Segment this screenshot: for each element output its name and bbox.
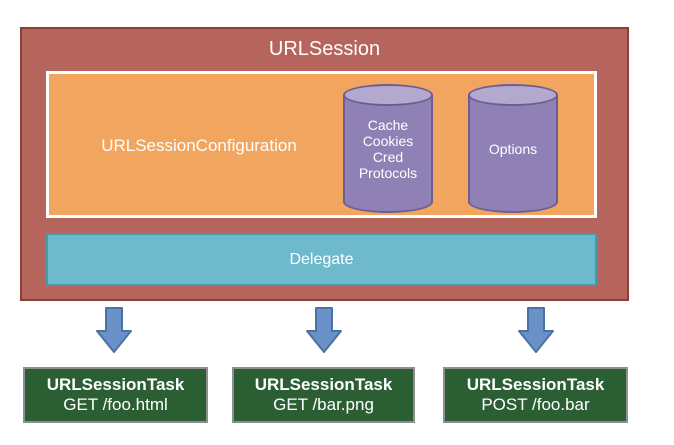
cache-line: Cache — [367, 116, 409, 133]
cookies-line: Cookies — [362, 132, 414, 149]
urlsessionconfiguration-label: URLSessionConfiguration — [101, 136, 297, 155]
down-arrow-1-icon — [96, 307, 132, 353]
delegate-bar: Delegate — [46, 233, 597, 286]
urlsessiontask-box-1: URLSessionTask GET /foo.html — [23, 367, 208, 423]
cylinder-top-ellipse — [468, 84, 558, 106]
down-arrow-3-icon — [518, 307, 554, 353]
urlsessionconfiguration-box: URLSessionConfiguration Cache Cookies Cr… — [46, 71, 597, 218]
urlsession-title: URLSession — [268, 38, 381, 60]
cache-store-cylinder: Cache Cookies Cred Protocols — [343, 84, 433, 213]
options-label: Options — [489, 141, 537, 157]
task-title: URLSessionTask — [466, 375, 605, 394]
delegate-label: Delegate — [289, 250, 354, 268]
cylinder-body — [468, 95, 558, 213]
task-title: URLSessionTask — [46, 375, 185, 394]
task-title: URLSessionTask — [254, 375, 393, 394]
options-line: Options — [488, 140, 538, 157]
urlsessiontask-box-3: URLSessionTask POST /foo.bar — [443, 367, 628, 423]
cache-store-label: Cache Cookies Cred Protocols — [359, 117, 417, 181]
cylinder-top-ellipse — [343, 84, 433, 106]
urlsessiontask-box-2: URLSessionTask GET /bar.png — [232, 367, 415, 423]
options-cylinder: Options — [468, 84, 558, 213]
task-subtitle: GET /bar.png — [273, 395, 374, 414]
task-subtitle: POST /foo.bar — [481, 395, 590, 414]
down-arrow-2-icon — [306, 307, 342, 353]
urlsession-box: URLSession URLSessionConfiguration Cache… — [20, 27, 629, 301]
protocols-line: Protocols — [358, 164, 418, 181]
cred-line: Cred — [372, 148, 404, 165]
task-subtitle: GET /foo.html — [63, 395, 168, 414]
